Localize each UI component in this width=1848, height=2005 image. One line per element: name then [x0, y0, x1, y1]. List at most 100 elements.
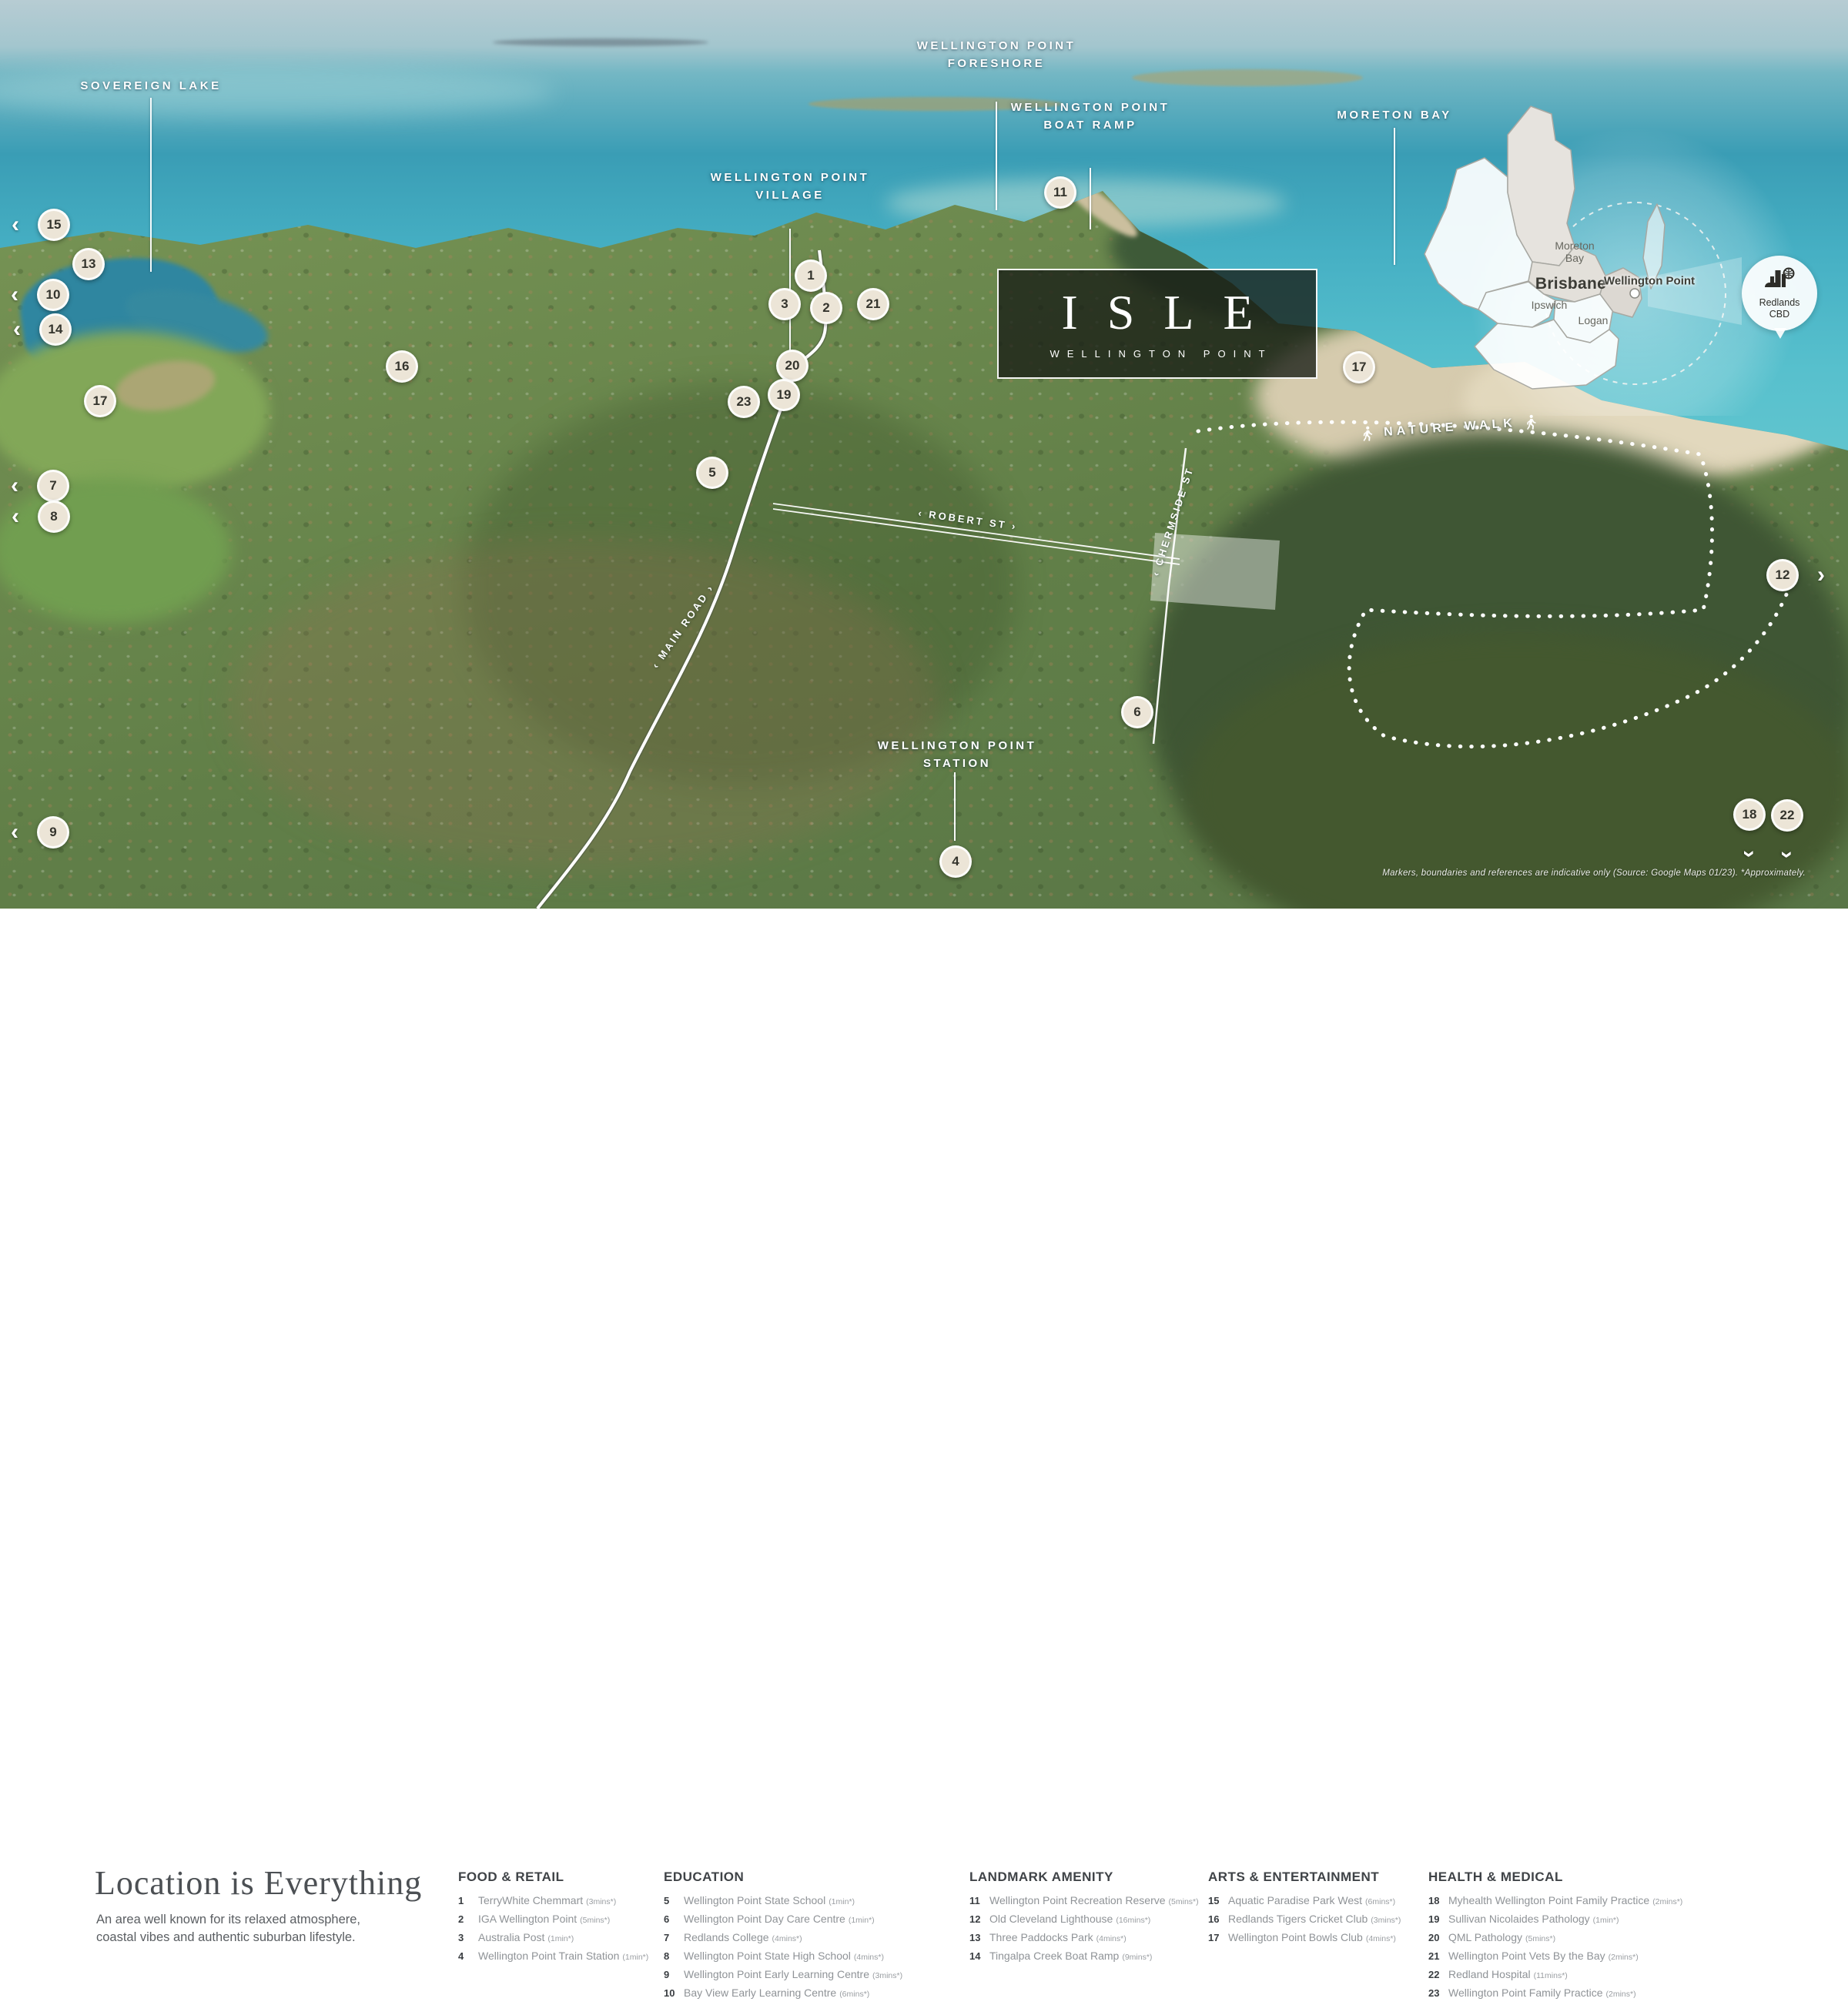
legend-item-number: 16	[1208, 1913, 1220, 1925]
radius-dashed-circle	[1543, 202, 1726, 385]
map-marker-1[interactable]: 1	[795, 259, 827, 292]
map-marker-8[interactable]: 8‹	[12, 500, 70, 533]
map-marker-21[interactable]: 21	[857, 288, 889, 320]
map-marker-12[interactable]: 12›	[1766, 559, 1825, 591]
legend-item-time: (2mins*)	[1608, 1953, 1639, 1962]
map-marker-13[interactable]: 13	[72, 248, 105, 280]
map-marker-23[interactable]: 23	[728, 386, 760, 418]
region-redland	[1599, 267, 1642, 318]
map-marker-14[interactable]: 14‹	[13, 313, 72, 346]
map-marker-circle[interactable]: 15	[38, 209, 70, 241]
legend-item-time: (3mins*)	[586, 1897, 617, 1906]
sports-fields	[0, 477, 231, 624]
map-marker-circle[interactable]: 3	[768, 288, 801, 320]
map-marker-15[interactable]: 15‹	[12, 209, 70, 241]
map-marker-circle[interactable]: 20	[776, 350, 808, 382]
map-marker-5[interactable]: 5	[696, 457, 728, 489]
map-marker-20[interactable]: 20	[776, 350, 808, 382]
legend-item-time: (1min*)	[848, 1916, 875, 1925]
walker-icon	[1363, 426, 1374, 442]
map-marker-3[interactable]: 3	[768, 288, 801, 320]
wellington-point-dot	[1629, 288, 1640, 299]
map-marker-circle[interactable]: 5	[696, 457, 728, 489]
beam-to-badge	[1648, 257, 1742, 325]
legend-item-time: (1min*)	[622, 1953, 649, 1962]
map-marker-4[interactable]: 4	[939, 845, 972, 878]
area-label: WELLINGTON POINT BOAT RAMP	[1010, 101, 1170, 132]
legend-item-time: (4mins*)	[1365, 1934, 1396, 1943]
map-marker-circle[interactable]: 18	[1733, 798, 1766, 831]
legend-item-number: 20	[1428, 1932, 1440, 1943]
legend-item-name: Bay View Early Learning Centre	[684, 1987, 837, 1999]
map-marker-circle[interactable]: 10	[37, 279, 69, 311]
legend-item-name: Wellington Point Bowls Club	[1228, 1931, 1363, 1943]
suburb-rooftops	[231, 539, 939, 870]
map-marker-circle[interactable]: 9	[37, 816, 69, 849]
map-marker-circle[interactable]: 1	[795, 259, 827, 292]
sports-fields	[0, 331, 270, 493]
map-marker-circle[interactable]: 4	[939, 845, 972, 878]
nature-walk-label: NATURE WALK	[1363, 414, 1538, 442]
legend-item-name: Wellington Point Family Practice	[1448, 1987, 1603, 1999]
map-marker-2[interactable]: 2	[810, 292, 842, 324]
legend-column-heading: EDUCATION	[664, 1869, 745, 1884]
map-marker-circle[interactable]: 2	[810, 292, 842, 324]
legend-item-time: (6mins*)	[1365, 1897, 1396, 1906]
map-marker-10[interactable]: 10‹	[11, 279, 69, 311]
map-marker-circle[interactable]: 17	[84, 385, 116, 417]
map-marker-circle[interactable]: 7	[37, 470, 69, 502]
legend-subtitle: An area well known for its relaxed atmos…	[96, 1913, 361, 1945]
map-marker-circle[interactable]: 17	[1343, 351, 1375, 383]
map-marker-circle[interactable]: 8	[38, 500, 70, 533]
legend-item-name: Aquatic Paradise Park West	[1228, 1894, 1363, 1906]
map-marker-19[interactable]: 19	[768, 379, 800, 411]
map-marker-circle[interactable]: 6	[1121, 696, 1153, 728]
legend-item-number: 18	[1428, 1895, 1440, 1906]
map-marker-circle[interactable]: 22	[1771, 799, 1803, 832]
map-marker-circle[interactable]: 12	[1766, 559, 1799, 591]
legend-item-name: Redlands College	[684, 1931, 769, 1943]
leader-line	[150, 98, 152, 272]
map-marker-18[interactable]: 18›	[1733, 798, 1766, 858]
isle-logo-subtitle: WELLINGTON POINT	[1050, 348, 1273, 360]
map-marker-circle[interactable]: 23	[728, 386, 760, 418]
map-marker-9[interactable]: 9‹	[11, 816, 69, 849]
redlands-cbd-badge: Redlands CBD	[1742, 256, 1817, 339]
legend-item-time: (3mins*)	[1371, 1916, 1401, 1925]
map-marker-7[interactable]: 7‹	[11, 470, 69, 502]
map-marker-circle[interactable]: 16	[386, 350, 418, 383]
legend-item-number: 7	[664, 1932, 670, 1943]
map-marker-11[interactable]: 11	[1044, 176, 1076, 209]
map-marker-circle[interactable]: 14	[39, 313, 72, 346]
map-marker-6[interactable]: 6	[1121, 696, 1153, 728]
offshore-island	[808, 97, 1063, 111]
legend-title: Location is Everything	[95, 1864, 423, 1902]
leader-line	[996, 102, 997, 210]
map-marker-16[interactable]: 16	[386, 350, 418, 383]
region-moreton-bay	[1507, 105, 1575, 266]
map-marker-circle[interactable]: 11	[1044, 176, 1076, 209]
map-marker-circle[interactable]: 19	[768, 379, 800, 411]
map-marker-22[interactable]: 22›	[1771, 799, 1803, 859]
inset-label-ipswich: Ipswich	[1531, 298, 1568, 311]
inset-label-moreton-bay: Moreton Bay	[1555, 239, 1595, 264]
map-marker-17[interactable]: 17	[1343, 351, 1375, 383]
legend-item-name: Redland Hospital	[1448, 1968, 1531, 1980]
legend-item-number: 22	[1428, 1969, 1440, 1980]
legend-item-time: (6mins*)	[839, 1990, 870, 1999]
map-marker-17[interactable]: 17	[84, 385, 116, 417]
stradbroke-island	[1642, 203, 1666, 290]
map-marker-circle[interactable]: 21	[857, 288, 889, 320]
map-marker-circle[interactable]: 13	[72, 248, 105, 280]
legend-item-time: (5mins*)	[1525, 1934, 1556, 1943]
